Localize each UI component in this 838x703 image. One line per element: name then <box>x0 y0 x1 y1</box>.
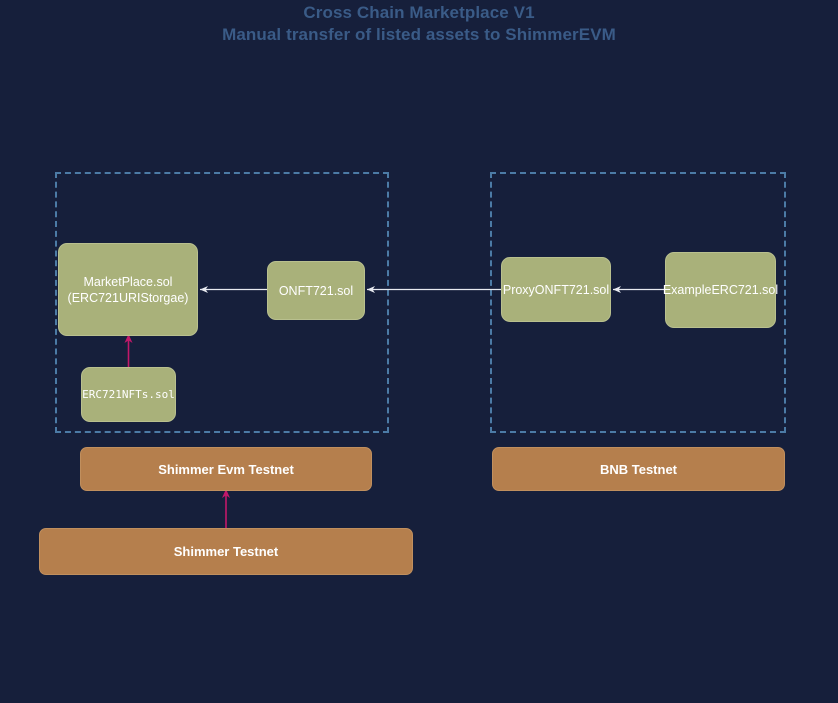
title-line-1: Cross Chain Marketplace V1 <box>303 3 535 22</box>
node-proxyonft721-label: ProxyONFT721.sol <box>502 282 610 297</box>
network-bnb-testnet[interactable]: BNB Testnet <box>492 447 785 491</box>
node-erc721nfts-label: ERC721NFTs.sol <box>82 387 175 401</box>
node-onft721-sol[interactable]: ONFT721.sol <box>267 261 365 320</box>
node-marketplace-label: MarketPlace.sol (ERC721URIStorgae) <box>68 274 189 306</box>
network-shimmer-testnet[interactable]: Shimmer Testnet <box>39 528 413 575</box>
node-marketplace-sol[interactable]: MarketPlace.sol (ERC721URIStorgae) <box>58 243 198 336</box>
diagram-title: Cross Chain Marketplace V1 Manual transf… <box>0 0 838 46</box>
network-shimmer-testnet-label: Shimmer Testnet <box>173 544 279 559</box>
group-container-shimmer-evm <box>55 172 389 433</box>
node-exampleerc721-label: ExampleERC721.sol <box>662 283 779 297</box>
node-proxyonft721-sol[interactable]: ProxyONFT721.sol <box>501 257 611 322</box>
node-exampleerc721-sol[interactable]: ExampleERC721.sol <box>662 252 779 328</box>
node-onft721-label: ONFT721.sol <box>278 283 354 298</box>
node-marketplace-subtitle: (ERC721URIStorgae) <box>67 290 189 305</box>
node-erc721nfts-sol[interactable]: ERC721NFTs.sol <box>81 367 176 422</box>
network-shimmer-evm-testnet-label: Shimmer Evm Testnet <box>158 461 294 477</box>
title-line-2: Manual transfer of listed assets to Shim… <box>222 25 616 44</box>
network-shimmer-evm-testnet[interactable]: Shimmer Evm Testnet <box>80 447 372 491</box>
network-bnb-testnet-label: BNB Testnet <box>599 461 678 477</box>
node-marketplace-title: MarketPlace.sol <box>83 274 173 289</box>
group-container-bnb <box>490 172 786 433</box>
